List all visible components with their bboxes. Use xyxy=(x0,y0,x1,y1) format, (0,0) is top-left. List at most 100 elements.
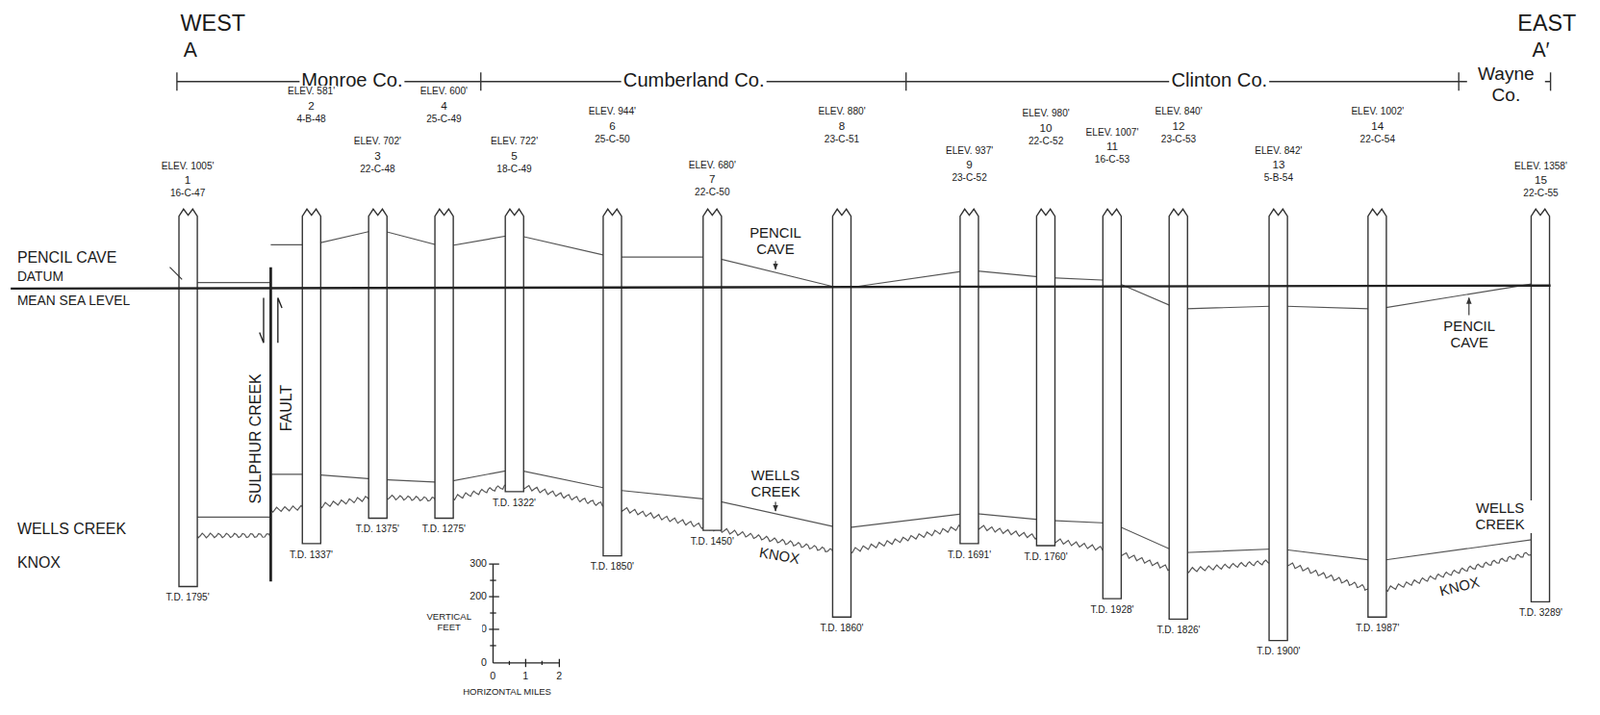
label: ELEV. 600' xyxy=(418,85,470,98)
label: 23-C-51 xyxy=(822,133,862,146)
label: WELLS CREEK xyxy=(740,467,811,501)
label: T.D. 1275' xyxy=(420,523,468,535)
label: 10 xyxy=(1038,121,1055,134)
well-column xyxy=(1368,208,1387,617)
label: PENCIL CAVE xyxy=(15,249,119,267)
label: T.D. 1760' xyxy=(1022,551,1070,563)
label: T.D. 1860' xyxy=(817,622,865,635)
well-column xyxy=(1102,208,1121,599)
well-column xyxy=(434,208,454,518)
label: WELLS CREEK xyxy=(1462,500,1538,534)
label: 23-C-53 xyxy=(1159,133,1198,146)
label: ELEV. 937' xyxy=(943,145,995,157)
label: T.D. 1826' xyxy=(1154,624,1202,636)
well-column xyxy=(302,208,321,544)
label: 8 xyxy=(837,119,847,132)
label: 0 xyxy=(479,656,489,668)
label: 6 xyxy=(607,119,617,132)
label: ELEV. 702' xyxy=(352,135,404,148)
scale-bar xyxy=(487,563,559,667)
label: 22-C-48 xyxy=(357,163,397,176)
label: T.D. 1850' xyxy=(588,560,636,573)
label: SULPHUR CREEK xyxy=(247,371,265,506)
label: 23-C-52 xyxy=(949,172,989,184)
knox-line xyxy=(188,533,272,538)
label: Cumberland Co. xyxy=(621,69,767,92)
label: T.D. 1337' xyxy=(287,549,335,561)
label: PENCIL CAVE xyxy=(740,225,811,258)
label: T.D. 1322' xyxy=(490,497,538,509)
label: KNOX xyxy=(1435,573,1483,601)
well-column xyxy=(1530,208,1550,602)
well-column xyxy=(368,208,387,518)
label: 2 xyxy=(554,669,564,682)
label: KNOX xyxy=(756,544,803,569)
label: 16-C-53 xyxy=(1092,153,1132,166)
label: T.D. 1450' xyxy=(688,535,737,548)
label: ELEV. 980' xyxy=(1020,107,1072,120)
label: WELLS CREEK xyxy=(15,520,128,538)
well-column xyxy=(1036,208,1055,546)
label: 2 xyxy=(305,99,316,112)
label: WEST xyxy=(178,10,248,37)
label: MEAN SEA LEVEL xyxy=(15,293,132,309)
label: VERTICAL FEET xyxy=(415,611,483,634)
well-column xyxy=(960,208,979,544)
label: 13 xyxy=(1269,157,1287,171)
label: 25-C-49 xyxy=(424,113,463,126)
label: 25-C-50 xyxy=(592,133,632,146)
label: 22-C-54 xyxy=(1358,133,1397,146)
label: ELEV. 840' xyxy=(1152,105,1204,118)
unconformity-line xyxy=(188,482,1541,593)
well-column xyxy=(603,208,622,556)
label: ELEV. 1358' xyxy=(1512,160,1570,173)
label: 16-C-47 xyxy=(168,187,207,200)
label: T.D. 1795' xyxy=(164,591,212,604)
label: 5-B-54 xyxy=(1262,172,1296,184)
label: 14 xyxy=(1369,119,1386,132)
label: PENCIL CAVE xyxy=(1434,318,1504,352)
well-column xyxy=(1269,208,1288,640)
label: T.D. 1900' xyxy=(1254,645,1302,658)
label: T.D. 1928' xyxy=(1088,604,1136,616)
well-column xyxy=(703,208,722,531)
label: ELEV. 1005' xyxy=(159,160,217,173)
label: 5 xyxy=(508,149,519,162)
label: T.D. 1691' xyxy=(945,549,993,561)
label: 22-C-52 xyxy=(1026,135,1066,148)
label: 12 xyxy=(1170,119,1188,132)
well-column xyxy=(505,208,524,492)
label: A′ xyxy=(1529,38,1551,62)
label: 22-C-50 xyxy=(692,186,732,199)
label: A xyxy=(181,38,200,62)
label: KNOX xyxy=(15,554,63,572)
label: T.D. 3289' xyxy=(1517,607,1565,619)
label: 9 xyxy=(964,157,974,171)
label: ELEV. 880' xyxy=(815,105,867,118)
label: T.D. 1375' xyxy=(354,523,402,535)
horizon-lines xyxy=(188,228,1541,560)
label: ELEV. 944' xyxy=(586,105,638,118)
label: 18-C-49 xyxy=(494,163,534,176)
label: 1 xyxy=(520,669,531,682)
label: 7 xyxy=(707,172,717,185)
well-column xyxy=(832,208,851,617)
label: 300 xyxy=(467,557,489,569)
well-column xyxy=(1168,208,1188,619)
label: 1 xyxy=(182,173,193,186)
label: ELEV. 680' xyxy=(686,159,738,172)
label: Clinton Co. xyxy=(1169,69,1270,92)
label: 200 xyxy=(467,589,489,602)
label: ELEV. 1002' xyxy=(1348,105,1406,118)
well-column xyxy=(178,208,198,586)
label: ELEV. 722' xyxy=(488,135,540,148)
label: 22-C-55 xyxy=(1521,187,1560,200)
label: Wayne Co. xyxy=(1467,63,1545,106)
datum-line xyxy=(10,285,1550,289)
label: T.D. 1987' xyxy=(1353,622,1401,635)
label: FAULT xyxy=(278,382,296,433)
label: DATUM xyxy=(15,269,66,285)
label: HORIZONTAL MILES xyxy=(460,686,554,698)
label: EAST xyxy=(1515,10,1578,37)
label: 11 xyxy=(1104,139,1120,153)
